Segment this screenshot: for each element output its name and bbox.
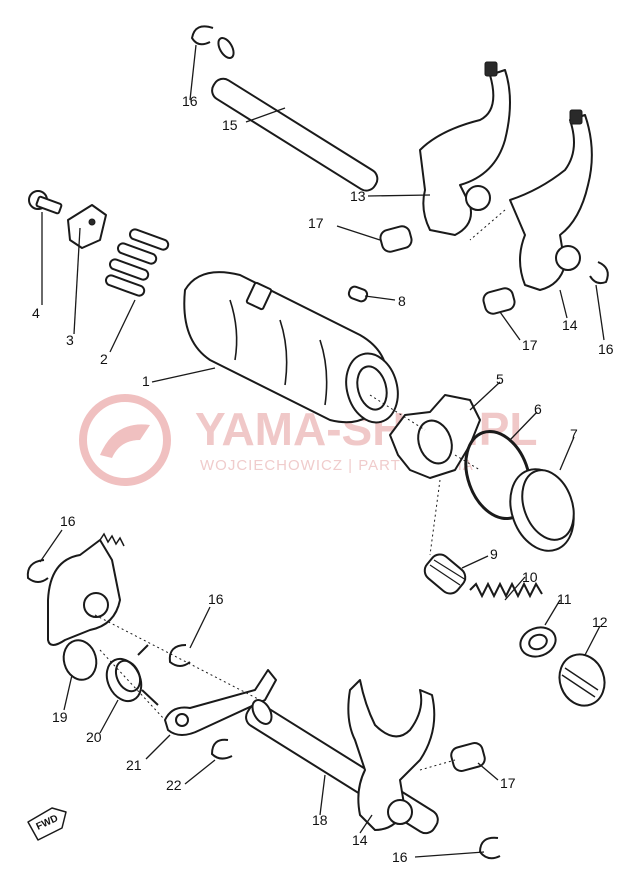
dowel-pin-8 — [347, 285, 369, 303]
arm-21 — [164, 669, 277, 736]
upper-clip-16 — [190, 25, 214, 46]
detent-9 — [423, 553, 467, 595]
callout-2: 2 — [100, 351, 108, 367]
callout-17-mid: 17 — [522, 337, 538, 353]
callout-8: 8 — [398, 293, 406, 309]
shift-arm-19 — [47, 532, 125, 681]
screw-4 — [28, 190, 63, 215]
callout-21: 21 — [126, 757, 142, 773]
stopper-plate-3 — [67, 204, 107, 249]
callout-14-lower: 14 — [352, 832, 368, 848]
spring-20 — [105, 644, 159, 706]
watermark-logo-mark — [100, 424, 150, 458]
shift-cam-1 — [183, 271, 399, 424]
spring-10 — [469, 581, 543, 599]
callout-4: 4 — [32, 305, 40, 321]
clip-16-bottom — [478, 836, 501, 860]
callout-5: 5 — [496, 371, 504, 387]
plug-12 — [558, 653, 606, 707]
callout-6: 6 — [534, 401, 542, 417]
callout-18: 18 — [312, 812, 328, 828]
callout-7: 7 — [570, 426, 578, 442]
leader-lines — [39, 44, 605, 858]
pins-2 — [104, 228, 170, 297]
callout-11: 11 — [557, 591, 572, 607]
pin-17-upper — [379, 225, 413, 253]
callout-3: 3 — [66, 332, 74, 348]
cam-gear-5 — [389, 394, 481, 479]
callout-22: 22 — [166, 777, 182, 793]
callout-20: 20 — [86, 729, 102, 745]
callout-19: 19 — [52, 709, 68, 725]
callout-16-lower-left: 16 — [60, 513, 76, 529]
callout-16-bottom: 16 — [392, 849, 408, 865]
callout-14-upper: 14 — [562, 317, 578, 333]
upper-shift-shaft — [211, 37, 379, 192]
callout-12: 12 — [592, 614, 608, 630]
cover-7 — [509, 468, 575, 552]
assembly-lines — [94, 209, 506, 771]
callout-16-top: 16 — [182, 93, 198, 109]
callout-10: 10 — [522, 569, 538, 585]
clip-16-lower-left — [26, 559, 49, 583]
washer-11 — [519, 626, 557, 658]
callout-16-right: 16 — [598, 341, 614, 357]
callout-17-lower: 17 — [500, 775, 516, 791]
callout-16-mid: 16 — [208, 591, 224, 607]
upper-clip-16-right — [589, 261, 609, 285]
callout-17-upper: 17 — [308, 215, 324, 231]
shift-fork-14-upper — [509, 109, 593, 291]
pin-17-lower — [450, 742, 486, 772]
clip-16-mid — [168, 644, 191, 667]
callout-1: 1 — [142, 373, 150, 389]
callout-13: 13 — [350, 188, 366, 204]
fwd-marker: FWD — [27, 807, 67, 841]
callout-9: 9 — [490, 546, 498, 562]
clip-22 — [210, 738, 233, 760]
shift-fork-13 — [419, 61, 511, 236]
watermark-logo — [79, 394, 171, 486]
shift-fork-14-lower — [347, 679, 436, 831]
callouts: 1 2 3 4 5 6 7 8 9 10 11 12 13 14 14 14 1… — [32, 93, 614, 865]
pin-17-mid — [482, 287, 516, 315]
callout-15: 15 — [222, 117, 238, 133]
